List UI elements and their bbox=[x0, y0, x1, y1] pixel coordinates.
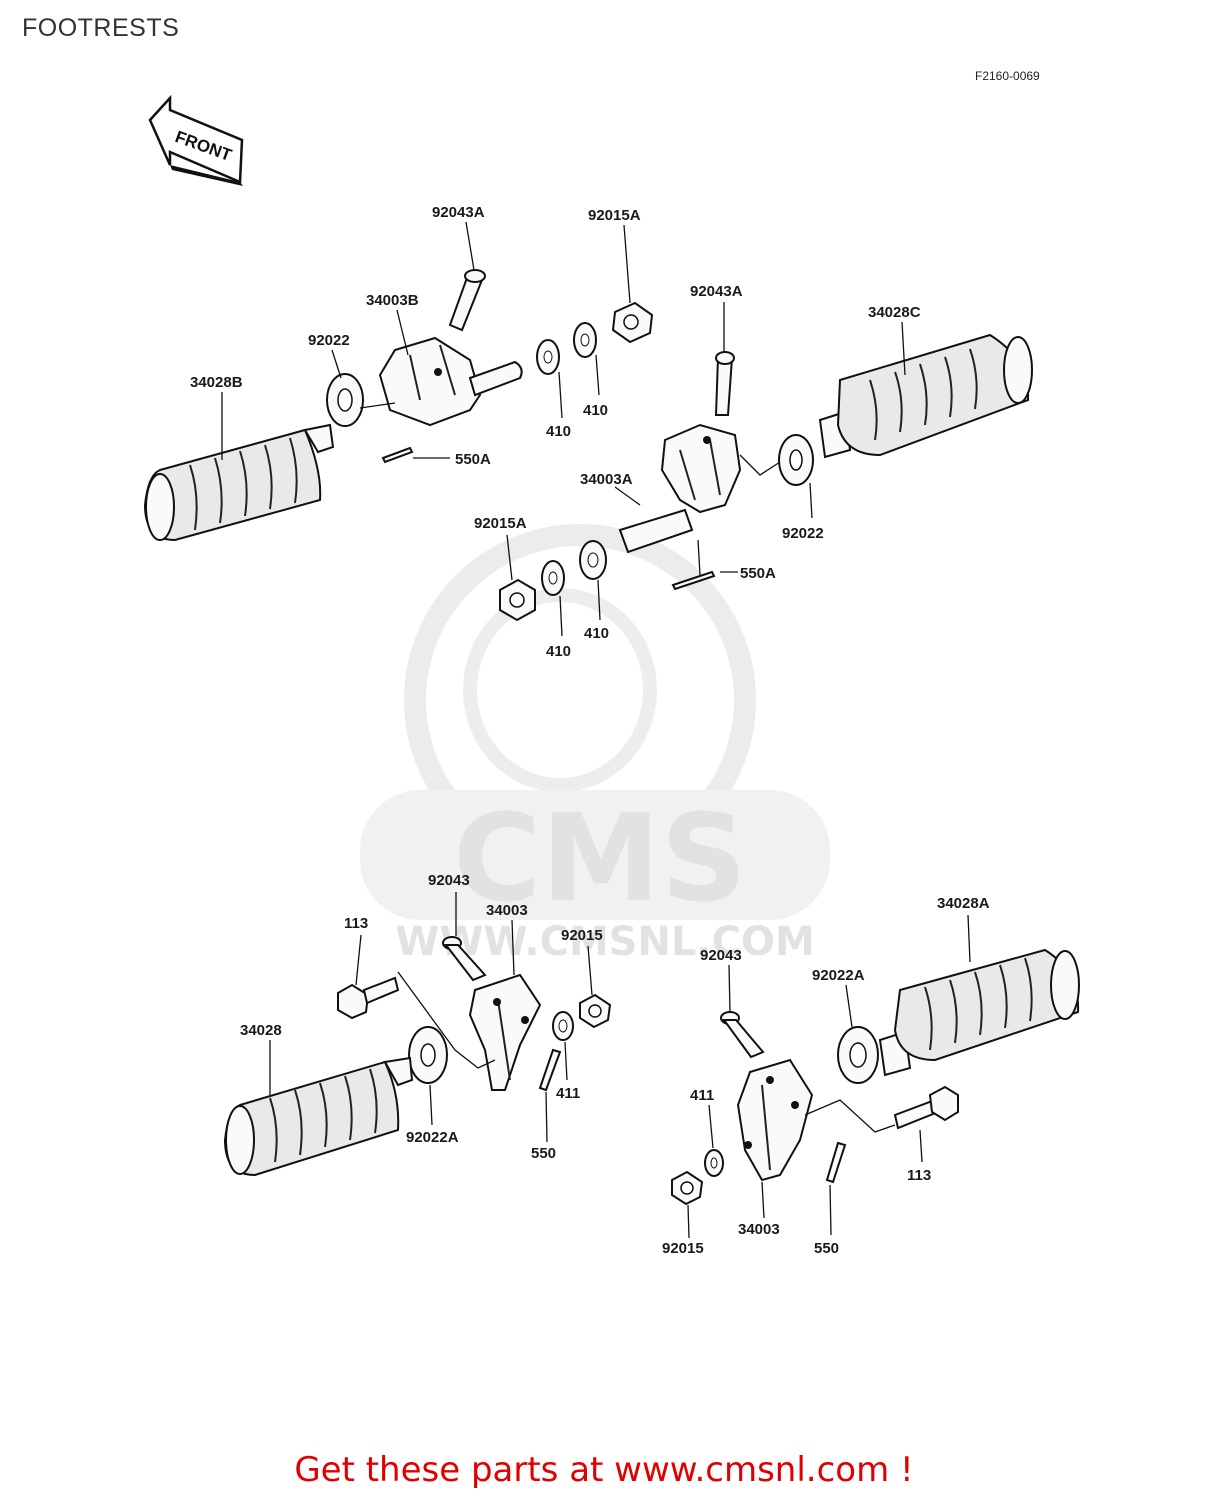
callout-label: 113 bbox=[907, 1167, 931, 1184]
callout-label: 92022 bbox=[308, 332, 350, 349]
bracket-34003b bbox=[378, 336, 523, 427]
bolt-113-left bbox=[337, 976, 400, 1020]
callout-label: 92043A bbox=[690, 283, 743, 300]
callout-label: 410 bbox=[546, 423, 571, 440]
bracket-34003a bbox=[618, 423, 742, 554]
callout-label: 34028C bbox=[868, 304, 921, 321]
callout-label: 550A bbox=[455, 451, 491, 468]
nut-92015-right bbox=[671, 1170, 704, 1206]
callout-label: 92015A bbox=[474, 515, 527, 532]
callout-label: 92015 bbox=[561, 927, 603, 944]
callout-label: 92022A bbox=[812, 967, 865, 984]
cotter-pin-550-right bbox=[825, 1141, 847, 1184]
watermark-brand: CMS bbox=[453, 790, 747, 929]
callout-label: 92022 bbox=[782, 525, 824, 542]
clevis-pin-92043a-left bbox=[448, 269, 486, 332]
footpeg-34028a bbox=[878, 948, 1080, 1077]
clevis-pin-92043a-right bbox=[714, 351, 735, 416]
callout-label: 92043 bbox=[700, 947, 742, 964]
callout-label: 34003A bbox=[580, 471, 633, 488]
callout-label: 34028A bbox=[937, 895, 990, 912]
callout-label: 34028 bbox=[240, 1022, 282, 1039]
bracket-34003-right bbox=[736, 1058, 814, 1182]
callout-label: 113 bbox=[344, 915, 368, 932]
cms-watermark: CMS WWW.CMSNL.COM bbox=[360, 524, 830, 965]
watermark-banner bbox=[360, 790, 830, 920]
cotter-pin-550-left bbox=[538, 1048, 562, 1092]
callout-label: 92015A bbox=[588, 207, 641, 224]
front-arrow-icon: FRONT bbox=[148, 94, 244, 186]
nut-92015-left bbox=[579, 993, 612, 1029]
bracket-34003-left bbox=[468, 973, 542, 1091]
callout-label: 410 bbox=[584, 625, 609, 642]
callout-label: 411 bbox=[556, 1085, 580, 1102]
cotter-pin-550a-left bbox=[381, 446, 414, 464]
footpeg-34028c bbox=[818, 333, 1033, 459]
leader-lines bbox=[221, 221, 971, 1239]
callout-label: 34028B bbox=[190, 374, 243, 391]
cotter-pin-550a-right bbox=[671, 570, 716, 591]
callout-labels: 92043A 92015A 92043A 34003B 34028C 92022… bbox=[190, 204, 990, 1257]
footpeg-34028 bbox=[223, 1056, 414, 1177]
callout-label: 34003B bbox=[366, 292, 419, 309]
callout-label: 550A bbox=[740, 565, 776, 582]
callout-label: 92022A bbox=[406, 1129, 459, 1146]
callout-label: 410 bbox=[583, 402, 608, 419]
callout-label: 34003 bbox=[738, 1221, 780, 1238]
diagram-code: F2160-0069 bbox=[975, 69, 1040, 83]
clevis-pin-92043-right bbox=[720, 1011, 765, 1059]
callout-label: 410 bbox=[546, 643, 571, 660]
callout-label: 34003 bbox=[486, 902, 528, 919]
watermark-face bbox=[463, 588, 657, 792]
page-title: FOOTRESTS bbox=[22, 14, 180, 42]
footer-link-text[interactable]: Get these parts at www.cmsnl.com ! bbox=[294, 1450, 914, 1490]
callout-label: 92015 bbox=[662, 1240, 704, 1257]
callout-label: 550 bbox=[814, 1240, 839, 1257]
callout-label: 92043 bbox=[428, 872, 470, 889]
nut-92015a-mid bbox=[499, 578, 536, 622]
nut-92015a-top bbox=[611, 301, 654, 344]
callout-label: 92043A bbox=[432, 204, 485, 221]
callout-label: 411 bbox=[690, 1087, 714, 1104]
callout-label: 550 bbox=[531, 1145, 556, 1162]
bolt-113-right bbox=[893, 1085, 959, 1130]
footpeg-34028b bbox=[143, 423, 335, 542]
clevis-pin-92043-left bbox=[442, 936, 487, 982]
